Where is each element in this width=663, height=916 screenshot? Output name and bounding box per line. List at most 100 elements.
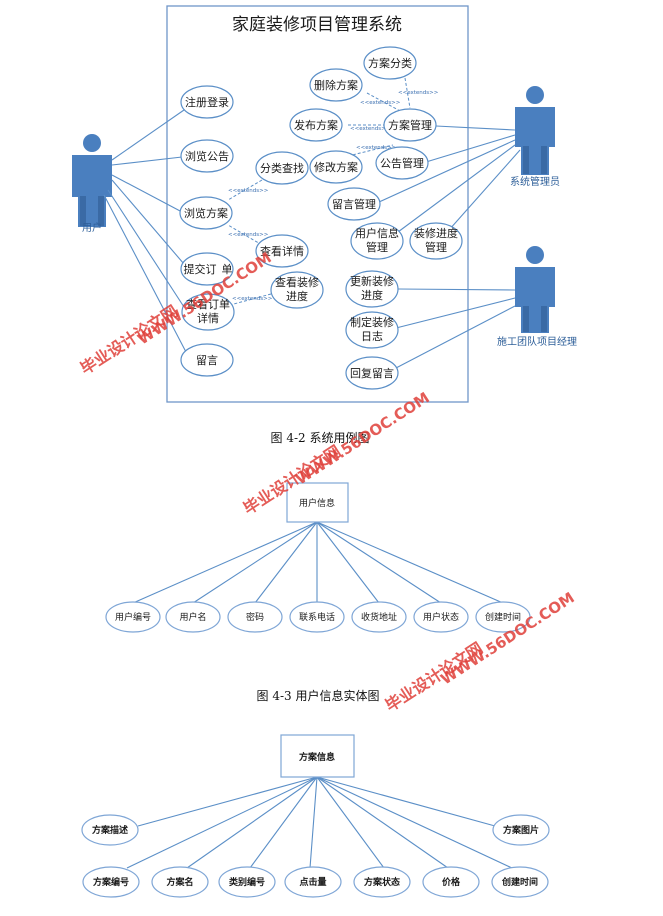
attr-category-id: 类别编号 [218,866,276,898]
svg-text:用户信息: 用户信息 [355,226,399,240]
attr-price: 价格 [422,866,480,898]
attr-plan-image: 方案图片 [492,814,550,846]
admin-associations [378,125,521,233]
usecase-plan-manage: 方案管理 [383,108,437,142]
svg-text:单: 单 [222,263,233,276]
plan-entity-attributes: 方案描述 方案图片 方案编号 方案名 类别编号 点击量 方案状态 价格 创建时间 [81,814,550,898]
extends-label-7: <<extends>> [232,296,273,302]
svg-text:留言: 留言 [196,354,218,367]
extends-label-2: <<extends>> [398,90,439,96]
svg-text:日志: 日志 [361,330,383,343]
usecase-modify-plan: 修改方案 [309,150,363,184]
svg-text:更新装修: 更新装修 [350,274,394,288]
usecase-browse-plan: 浏览方案 [179,196,233,230]
actor-admin [515,86,555,175]
svg-text:类别编号: 类别编号 [229,876,265,888]
svg-text:收货地址: 收货地址 [361,611,397,623]
usecase-view-order: 查看订单 详情 [181,293,235,331]
usecase-update-progress: 更新装修 进度 [345,270,399,308]
svg-text:用户状态: 用户状态 [423,611,459,623]
svg-text:详情: 详情 [197,311,219,325]
svg-text:进度: 进度 [361,288,383,302]
manager-associations [395,288,516,369]
svg-text:用户编号: 用户编号 [115,611,151,623]
plan-entity-box [280,734,355,778]
usecase-reply-message: 回复留言 [345,356,399,390]
attr-plan-name: 方案名 [151,866,209,898]
svg-text:方案名: 方案名 [166,876,193,888]
plan-entity-lines [126,776,513,869]
extends-label-6: <<extends>> [228,232,269,238]
system-title: 家庭装修项目管理系统 [232,15,402,35]
extends-label-4: <<extends>> [356,145,397,151]
attr-created-time: 创建时间 [475,601,531,633]
attr-phone: 联系电话 [289,601,345,633]
actor-manager [515,246,555,333]
extends-label-1: <<extends>> [360,100,401,106]
attr-password: 密码 [227,601,283,633]
usecase-plan-category: 方案分类 [363,46,417,80]
usecase-message: 留言 [180,343,234,377]
watermark-3: 毕业设计论文网 WWW.56DOC.COM [382,589,578,716]
svg-text:密码: 密码 [246,611,264,623]
usecase-browse-notice: 浏览公告 [180,139,234,173]
usecase-user-info-manage: 用户信息 管理 [350,222,404,260]
svg-text:查看详情: 查看详情 [260,244,304,258]
usecase-view-detail: 查看详情 [255,234,309,268]
svg-text:浏览公告: 浏览公告 [185,149,229,163]
actor-manager-label: 施工团队项目经理 [497,335,577,348]
svg-text:进度: 进度 [286,289,308,303]
extends-label-5: <<extends>> [228,188,269,194]
svg-text:浏览方案: 浏览方案 [184,206,228,220]
user-entity-attributes: 用户编号 用户名 密码 联系电话 收货地址 用户状态 创建时间 [105,601,531,633]
usecase-publish-plan: 发布方案 [289,108,343,142]
usecase-view-progress: 查看装修 进度 [270,271,324,309]
attr-plan-id: 方案编号 [82,866,140,898]
svg-text:分类查找: 分类查找 [260,161,304,175]
usecase-delete-plan: 删除方案 [309,68,363,102]
usecase-message-manage: 留言管理 [327,187,381,221]
svg-text:发布方案: 发布方案 [294,118,338,132]
usecase-register-login: 注册登录 [180,85,234,119]
caption-user-entity: 图 4-3 用户信息实体图 [257,688,380,703]
attr-address: 收货地址 [351,601,407,633]
svg-text:方案状态: 方案状态 [364,876,400,888]
usecase-progress-manage: 装修进度 管理 [409,222,463,260]
caption-usecase: 图 4-2 系统用例图 [271,431,370,445]
attr-user-id: 用户编号 [105,601,161,633]
actor-admin-label: 系统管理员 [510,175,560,188]
attr-clicks: 点击量 [284,866,342,898]
svg-text:管理: 管理 [366,240,388,254]
svg-text:查看装修: 查看装修 [275,275,319,289]
plan-entity-label: 方案信息 [299,751,335,763]
usecase-notice-manage: 公告管理 [375,146,429,180]
attr-user-status: 用户状态 [413,601,469,633]
svg-text:方案分类: 方案分类 [368,56,412,70]
svg-text:创建时间: 创建时间 [501,876,538,888]
svg-text:方案图片: 方案图片 [503,824,539,836]
user-associations [103,109,187,353]
svg-text:装修进度: 装修进度 [414,226,458,240]
user-entity-box [286,482,349,523]
attr-username: 用户名 [165,601,221,633]
svg-text:制定装修: 制定装修 [350,315,394,329]
attr-plan-status: 方案状态 [353,866,411,898]
usecase-submit-order: 提交订 单 [180,252,234,286]
usecase-make-log: 制定装修 日志 [345,311,399,349]
actor-user-label: 用户 [82,221,102,234]
user-entity-label: 用户信息 [299,497,335,509]
svg-text:修改方案: 修改方案 [314,160,358,174]
svg-text:公告管理: 公告管理 [380,156,424,170]
extends-relations: <<extends>> <<extends>> <<extends>> <<ex… [227,77,439,306]
svg-text:价格: 价格 [442,876,461,888]
svg-text:毕业设计论文网: 毕业设计论文网 [382,638,486,715]
svg-text:创建时间: 创建时间 [485,611,521,623]
user-entity-lines [132,521,504,604]
svg-text:联系电话: 联系电话 [299,611,335,623]
actor-user [72,134,112,227]
svg-text:删除方案: 删除方案 [314,78,358,92]
svg-text:查看订单: 查看订单 [186,297,230,311]
extends-label-3: <<extends>> [350,126,391,132]
svg-text:方案管理: 方案管理 [388,118,432,132]
